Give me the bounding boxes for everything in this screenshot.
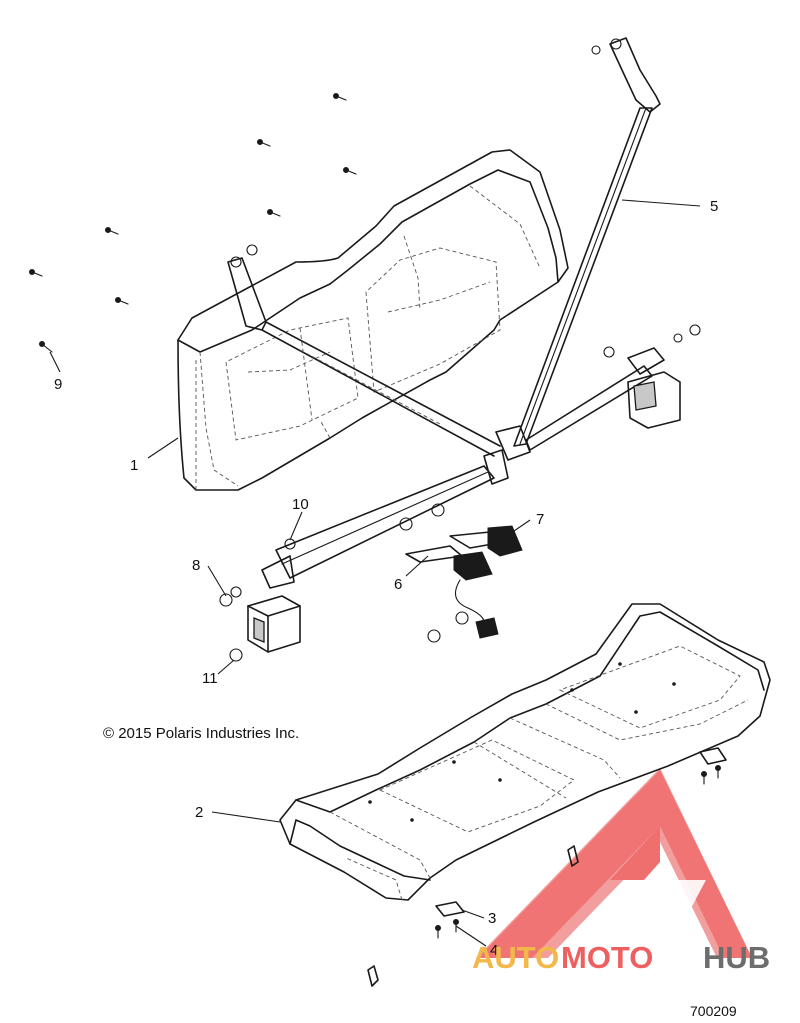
callout-6: 6 (394, 576, 402, 593)
callout-leaders (49, 199, 701, 947)
seat-bottom (279, 603, 771, 901)
callout-7: 7 (536, 511, 544, 528)
callout-1: 1 (130, 457, 138, 474)
callout-labels: 1 2 3 4 5 6 7 8 9 10 11 (54, 198, 718, 959)
copyright-notice: © 2015 Polaris Industries Inc. (103, 725, 299, 742)
callout-2: 2 (195, 804, 203, 821)
watermark-auto: AUTO (472, 940, 559, 975)
watermark-moto: MOTO (561, 940, 653, 975)
watermark-logo (476, 768, 752, 958)
buckle-assembly (399, 503, 523, 643)
seat-back (177, 149, 569, 491)
callout-5: 5 (710, 198, 718, 215)
callout-3: 3 (488, 910, 496, 927)
callout-9: 9 (54, 376, 62, 393)
watermark-text: AUTO MOTO HUB (472, 940, 770, 975)
callout-8: 8 (192, 557, 200, 574)
callout-10: 10 (292, 496, 309, 513)
seat-belt-assembly (227, 37, 701, 589)
fasteners-9 (29, 93, 357, 353)
callout-4: 4 (490, 942, 498, 959)
callout-11: 11 (202, 670, 218, 687)
seat-brackets (367, 747, 727, 987)
watermark-hub: HUB (703, 940, 770, 975)
drawing-number: 700209 (690, 1003, 737, 1019)
